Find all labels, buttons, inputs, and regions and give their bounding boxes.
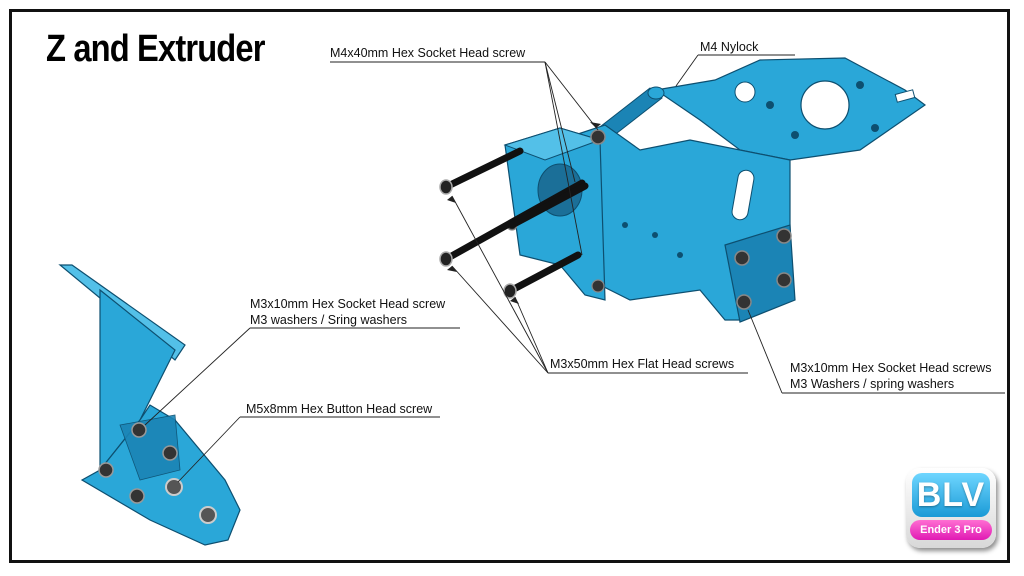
label-m3-spring-washers: M3 Washers / spring washers	[790, 377, 955, 391]
label-m3x50-screws: M3x50mm Hex Flat Head screws	[550, 357, 735, 371]
label-m3x10-screw: M3x10mm Hex Socket Head screw	[250, 297, 446, 311]
page-title: Z and Extruder	[46, 28, 265, 70]
blv-badge: BLV Ender 3 Pro	[906, 468, 996, 548]
label-m5x8-screw: M5x8mm Hex Button Head screw	[246, 402, 433, 416]
label-m4-nylock: M4 Nylock	[700, 40, 759, 54]
badge-model: Ender 3 Pro	[910, 520, 992, 540]
label-m4x40-screw: M4x40mm Hex Socket Head screw	[330, 46, 526, 60]
badge-brand: BLV	[912, 473, 990, 517]
label-m3x10-screws: M3x10mm Hex Socket Head screws	[790, 361, 992, 375]
label-m3-washers: M3 washers / Sring washers	[250, 313, 408, 327]
